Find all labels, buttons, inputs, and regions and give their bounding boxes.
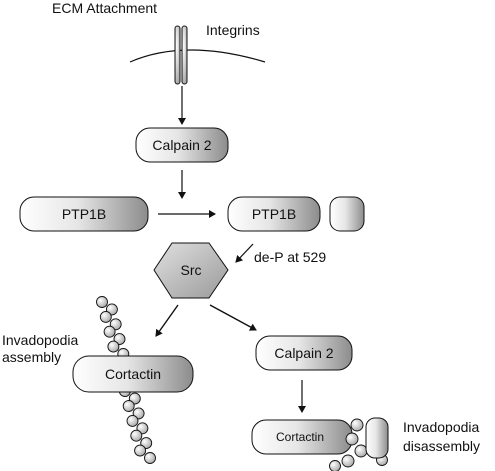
membrane-curve (129, 49, 266, 63)
ecm-attachment-label: ECM Attachment (52, 0, 157, 16)
calpain2-top-label: Calpain 2 (152, 137, 211, 153)
integrins-label: Integrins (206, 22, 260, 38)
actin-bead (122, 400, 135, 412)
cortactin-disassembly-label: Cortactin (276, 430, 324, 444)
cortactin-assembly-node: Cortactin (72, 355, 194, 393)
actin-bead (130, 429, 143, 442)
invadopodia-disassembly-line1: Invadopodia (403, 419, 480, 435)
calpain2-top-node: Calpain 2 (135, 127, 229, 163)
released-actin-beads (329, 418, 388, 471)
actin-bead (99, 310, 112, 323)
cortactin-fragment (365, 417, 389, 459)
ptp1b-left-label: PTP1B (62, 206, 106, 222)
arrow-dephospho-to-src (235, 243, 254, 263)
integrin-icon (174, 25, 188, 85)
calpain2-bottom-node: Calpain 2 (255, 335, 353, 371)
src-label: Src (181, 262, 202, 278)
invadopodia-assembly-line1: Invadopodia (2, 332, 79, 348)
actin-bead (134, 444, 147, 457)
ptp1b-cleaved-node: PTP1B (227, 196, 321, 232)
actin-bead (107, 340, 120, 353)
ptp1b-right-label: PTP1B (252, 206, 296, 222)
actin-bead (126, 414, 139, 427)
ptp1b-fragment (329, 196, 365, 232)
actin-filament-front-icon (122, 392, 156, 464)
dephospho-label: de-P at 529 (254, 249, 326, 265)
ptp1b-full-node: PTP1B (19, 196, 149, 232)
actin-bead (144, 452, 156, 464)
arrow-src-to-cortactin (155, 304, 179, 337)
arrow-src-to-calpain2 (209, 304, 257, 331)
src-node: Src (153, 242, 229, 299)
invadopodia-assembly-line2: assembly (2, 349, 61, 365)
cortactin-assembly-label: Cortactin (105, 366, 161, 382)
actin-bead (103, 325, 116, 338)
invadopodia-disassembly-line2: disassembly (403, 438, 480, 454)
calpain2-bottom-label: Calpain 2 (274, 345, 333, 361)
actin-bead (96, 296, 108, 308)
cortactin-disassembly-node: Cortactin (251, 419, 353, 455)
